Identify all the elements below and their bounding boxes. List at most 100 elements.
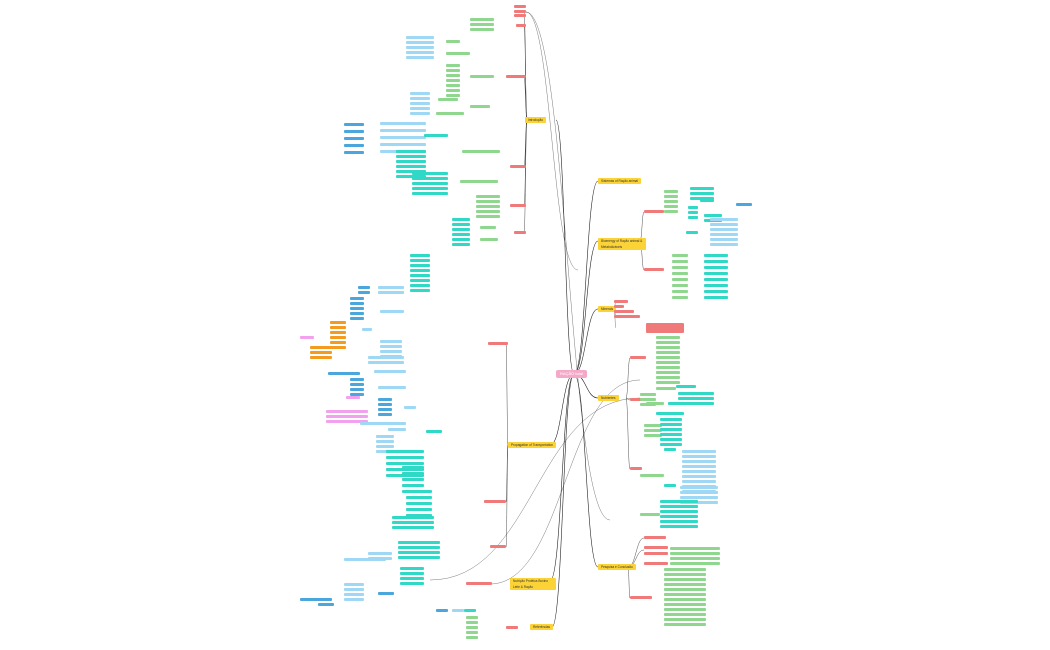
leaf-node[interactable] — [446, 79, 460, 82]
leaf-node[interactable] — [436, 609, 448, 612]
leaf-node[interactable] — [400, 572, 424, 575]
leaf-node[interactable] — [406, 490, 432, 493]
leaf-node[interactable] — [672, 296, 688, 299]
leaf-node[interactable] — [410, 284, 430, 287]
sub-node[interactable] — [506, 75, 526, 78]
leaf-node[interactable] — [688, 216, 698, 219]
leaf-node[interactable] — [388, 428, 406, 431]
sub-node[interactable] — [614, 310, 634, 313]
leaf-node[interactable] — [660, 443, 682, 446]
leaf-node[interactable] — [476, 195, 500, 198]
leaf-node[interactable] — [672, 290, 688, 293]
leaf-node[interactable] — [410, 279, 430, 282]
leaf-node[interactable] — [664, 608, 706, 611]
leaf-node[interactable] — [310, 351, 332, 354]
leaf-node[interactable] — [350, 297, 364, 300]
leaf-node[interactable] — [668, 402, 692, 405]
leaf-node[interactable] — [470, 23, 494, 26]
sub-node[interactable] — [484, 500, 506, 503]
leaf-node[interactable] — [380, 350, 402, 353]
leaf-node[interactable] — [452, 233, 470, 236]
leaf-node[interactable] — [396, 170, 426, 173]
leaf-node[interactable] — [410, 269, 430, 272]
leaf-node[interactable] — [676, 385, 696, 388]
leaf-node[interactable] — [398, 541, 440, 544]
sub-node[interactable] — [644, 268, 664, 271]
leaf-node[interactable] — [664, 588, 706, 591]
leaf-node[interactable] — [470, 75, 494, 78]
leaf-node[interactable] — [412, 192, 448, 195]
leaf-node[interactable] — [682, 465, 716, 468]
leaf-node[interactable] — [736, 203, 752, 206]
leaf-node[interactable] — [660, 433, 682, 436]
leaf-node[interactable] — [380, 340, 402, 343]
leaf-node[interactable] — [412, 187, 448, 190]
leaf-node[interactable] — [656, 336, 680, 339]
leaf-node[interactable] — [664, 613, 706, 616]
leaf-node[interactable] — [704, 266, 728, 269]
leaf-node[interactable] — [378, 286, 404, 289]
leaf-node[interactable] — [672, 254, 688, 257]
leaf-node[interactable] — [310, 356, 332, 359]
leaf-node[interactable] — [644, 429, 662, 432]
leaf-node[interactable] — [640, 513, 660, 516]
leaf-node[interactable] — [344, 144, 364, 147]
leaf-node[interactable] — [656, 381, 680, 384]
leaf-node[interactable] — [386, 456, 424, 459]
leaf-node[interactable] — [386, 474, 424, 477]
leaf-node[interactable] — [664, 200, 678, 203]
leaf-node[interactable] — [466, 636, 478, 639]
leaf-node[interactable] — [660, 505, 698, 508]
branch-referencias[interactable]: Referências — [530, 624, 554, 630]
leaf-node[interactable] — [678, 397, 714, 400]
leaf-node[interactable] — [660, 423, 682, 426]
sub-node[interactable] — [644, 552, 668, 555]
leaf-node[interactable] — [664, 484, 676, 487]
leaf-node[interactable] — [664, 573, 706, 576]
leaf-node[interactable] — [452, 609, 464, 612]
leaf-node[interactable] — [376, 445, 394, 448]
leaf-node[interactable] — [376, 450, 394, 453]
leaf-node[interactable] — [406, 56, 434, 59]
leaf-node[interactable] — [326, 410, 368, 413]
sub-node[interactable] — [514, 231, 526, 234]
leaf-node[interactable] — [672, 284, 688, 287]
leaf-node[interactable] — [350, 307, 364, 310]
leaf-node[interactable] — [660, 520, 698, 523]
leaf-node[interactable] — [476, 205, 500, 208]
leaf-node[interactable] — [476, 215, 500, 218]
leaf-node[interactable] — [410, 97, 430, 100]
leaf-node[interactable] — [438, 98, 458, 101]
leaf-node[interactable] — [400, 582, 424, 585]
leaf-node[interactable] — [682, 480, 716, 483]
leaf-node[interactable] — [480, 226, 496, 229]
leaf-node[interactable] — [344, 593, 364, 596]
leaf-node[interactable] — [386, 450, 424, 453]
leaf-node[interactable] — [704, 290, 728, 293]
leaf-node[interactable] — [672, 278, 688, 281]
leaf-node[interactable] — [466, 631, 478, 634]
branch-nutricao[interactable]: Nutrição Protéica Bovino Leite & Ração — [510, 578, 556, 590]
leaf-node[interactable] — [380, 345, 402, 348]
leaf-node[interactable] — [380, 122, 426, 125]
branch-bioenergy[interactable]: Bioenergy of Ração animal & Metabolizáve… — [598, 238, 646, 250]
leaf-node[interactable] — [680, 496, 718, 499]
leaf-node[interactable] — [392, 526, 434, 529]
leaf-node[interactable] — [402, 478, 424, 481]
leaf-node[interactable] — [368, 361, 404, 364]
sub-node[interactable] — [614, 315, 640, 318]
leaf-node[interactable] — [664, 190, 678, 193]
sub-node[interactable] — [488, 342, 508, 345]
leaf-node[interactable] — [398, 556, 440, 559]
leaf-node[interactable] — [376, 440, 394, 443]
leaf-node[interactable] — [462, 150, 500, 153]
leaf-node[interactable] — [660, 418, 682, 421]
leaf-node[interactable] — [344, 130, 364, 133]
leaf-node[interactable] — [470, 18, 494, 21]
leaf-node[interactable] — [344, 588, 364, 591]
leaf-node[interactable] — [656, 366, 680, 369]
leaf-node[interactable] — [660, 525, 698, 528]
leaf-node[interactable] — [300, 598, 332, 601]
sub-node[interactable] — [644, 562, 668, 565]
leaf-node[interactable] — [660, 510, 698, 513]
